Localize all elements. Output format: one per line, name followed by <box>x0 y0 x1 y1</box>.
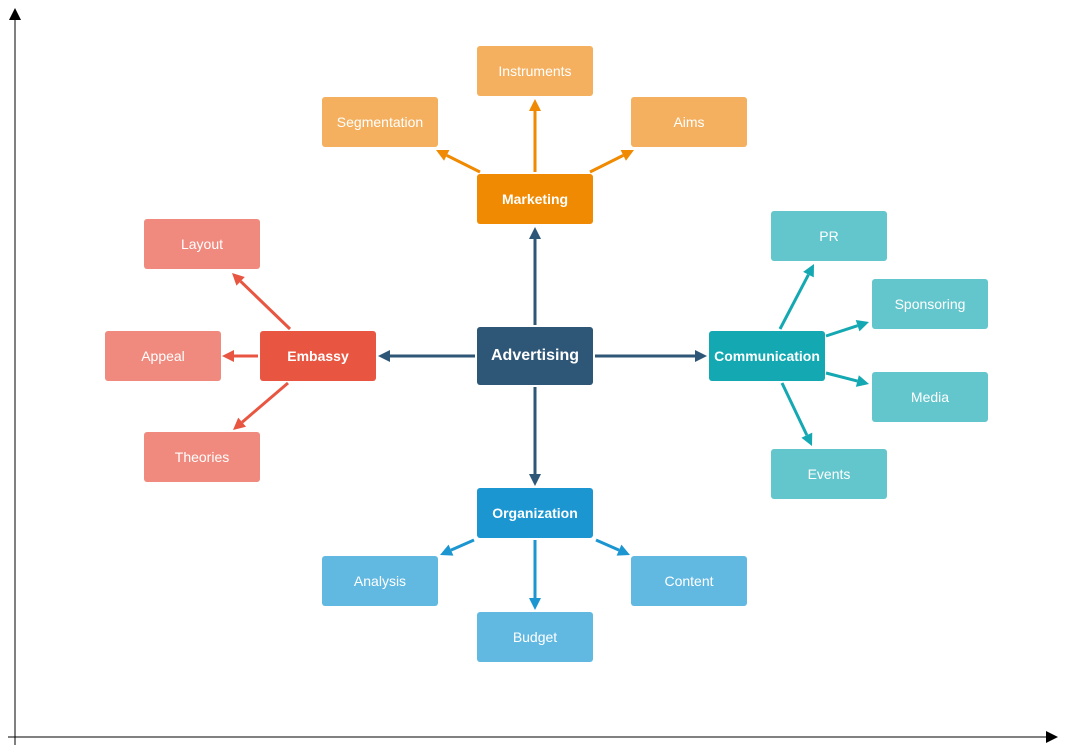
x-axis-arrow <box>8 731 1058 743</box>
connector-embassy-layout <box>232 273 292 331</box>
node-organization[interactable]: Organization <box>477 488 593 538</box>
y-axis-arrow <box>9 8 21 745</box>
node-advertising[interactable]: Advertising <box>477 327 593 385</box>
node-analysis[interactable]: Analysis <box>322 556 438 606</box>
connector-advertising-embassy <box>378 350 475 362</box>
node-segmentation[interactable]: Segmentation <box>322 97 438 147</box>
connector-communication-sponsoring <box>825 320 869 338</box>
node-media[interactable]: Media <box>872 372 988 422</box>
connector-advertising-communication <box>595 350 707 362</box>
connector-marketing-instruments <box>529 99 541 172</box>
node-budget[interactable]: Budget <box>477 612 593 662</box>
connector-embassy-appeal <box>222 350 258 362</box>
node-content[interactable]: Content <box>631 556 747 606</box>
connector-communication-media <box>825 371 869 387</box>
connector-organization-content <box>595 538 630 556</box>
connector-communication-pr <box>778 264 814 330</box>
connector-embassy-theories <box>233 381 289 430</box>
connector-marketing-aims <box>589 150 634 174</box>
node-appeal[interactable]: Appeal <box>105 331 221 381</box>
connector-communication-events <box>780 382 813 446</box>
node-layout[interactable]: Layout <box>144 219 260 269</box>
node-sponsoring[interactable]: Sponsoring <box>872 279 988 329</box>
node-communication[interactable]: Communication <box>709 331 825 381</box>
node-pr[interactable]: PR <box>771 211 887 261</box>
node-marketing[interactable]: Marketing <box>477 174 593 224</box>
connector-advertising-organization <box>529 387 541 486</box>
node-instruments[interactable]: Instruments <box>477 46 593 96</box>
connector-organization-budget <box>529 540 541 610</box>
connector-organization-analysis <box>440 538 475 556</box>
node-theories[interactable]: Theories <box>144 432 260 482</box>
node-embassy[interactable]: Embassy <box>260 331 376 381</box>
node-events[interactable]: Events <box>771 449 887 499</box>
connector-advertising-marketing <box>529 227 541 325</box>
connector-marketing-segmentation <box>436 150 481 174</box>
node-aims[interactable]: Aims <box>631 97 747 147</box>
